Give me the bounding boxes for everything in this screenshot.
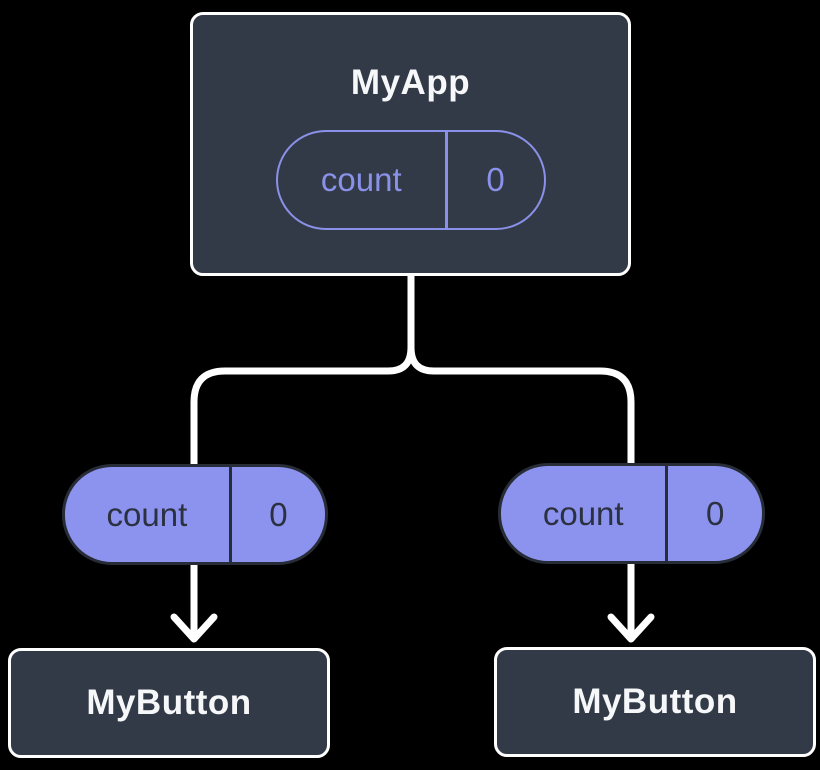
pill-divider [445, 132, 448, 228]
branch-right [407, 343, 635, 472]
prop-value: 0 [269, 495, 288, 533]
mybutton-title: MyButton [572, 682, 738, 721]
prop-name: count [106, 495, 188, 533]
mybutton-node-right: MyButton [494, 647, 816, 757]
prop-pill-right: count 0 [498, 463, 765, 564]
arrow-left-head [170, 613, 218, 643]
state-name: count [320, 161, 402, 198]
state-pill: count 0 [275, 130, 546, 230]
mybutton-title: MyButton [86, 683, 252, 722]
prop-value: 0 [706, 494, 725, 532]
prop-pill-left: count 0 [62, 464, 328, 565]
myapp-node: MyApp count 0 [190, 12, 631, 276]
state-value: 0 [486, 161, 505, 198]
mybutton-node-left: MyButton [8, 648, 330, 758]
arrow-right-head [607, 613, 655, 643]
prop-name: count [542, 494, 624, 532]
branch-left [190, 343, 415, 472]
pill-divider [228, 467, 232, 562]
pill-divider [665, 466, 669, 561]
myapp-title: MyApp [350, 63, 471, 102]
